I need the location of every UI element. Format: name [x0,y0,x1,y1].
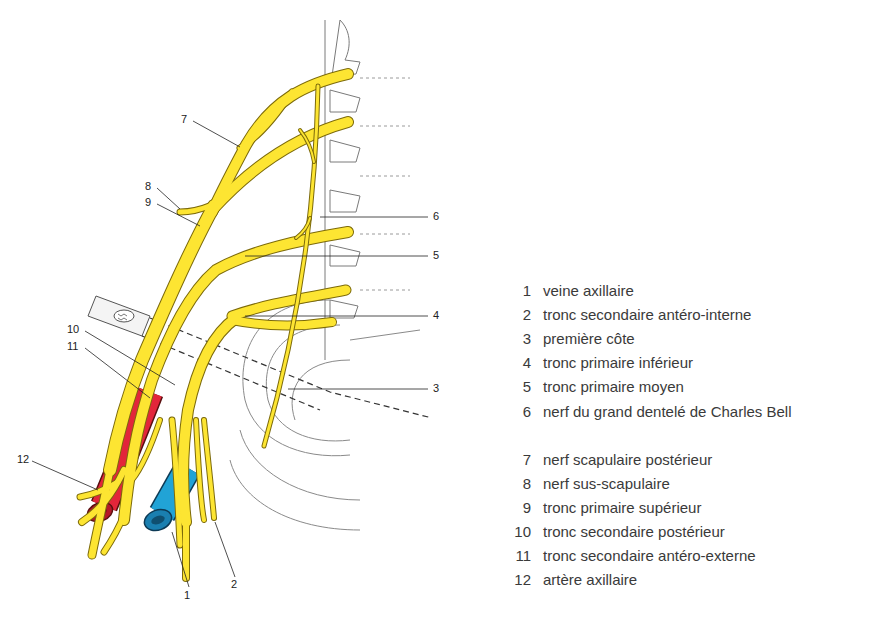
legend-number: 9 [505,499,531,517]
callout-number: 9 [144,196,152,209]
legend-text: tronc secondaire antéro-externe [543,547,805,565]
callout-number: 11 [66,340,79,353]
callout-number: 4 [432,309,440,322]
callout-number: 1 [183,589,191,602]
legend-text: nerf sus-scapulaire [543,475,805,493]
legend-number: 2 [505,306,531,324]
legend-number: 12 [505,571,531,589]
legend-number: 4 [505,354,531,372]
legend-text: artère axillaire [543,571,805,589]
legend-number: 7 [505,451,531,469]
legend-text: nerf scapulaire postérieur [543,451,805,469]
legend-number: 11 [505,547,531,565]
legend-number: 1 [505,282,531,300]
legend-text: tronc secondaire postérieur [543,523,805,541]
legend-text: première côte [543,330,805,348]
legend-text: tronc secondaire antéro-interne [543,306,805,324]
callout-number: 10 [66,323,80,336]
legend-number: 5 [505,378,531,396]
callout-number: 8 [144,180,152,193]
callout-number: 7 [180,113,188,126]
callout-number: 3 [432,382,440,395]
callout-number: 2 [230,578,238,591]
legend-text: tronc primaire supérieur [543,499,805,517]
legend-text: veine axillaire [543,282,805,300]
legend-number: 8 [505,475,531,493]
callout-number: 5 [432,249,440,262]
legend-number: 6 [505,403,531,421]
legend-text: tronc primaire inférieur [543,354,805,372]
legend-text: nerf du grand dentelé de Charles Bell [543,403,805,421]
callout-number: 6 [432,210,440,223]
legend-text: tronc primaire moyen [543,378,805,396]
legend-number: 10 [505,523,531,541]
legend-number: 3 [505,330,531,348]
callout-number: 12 [16,453,30,466]
